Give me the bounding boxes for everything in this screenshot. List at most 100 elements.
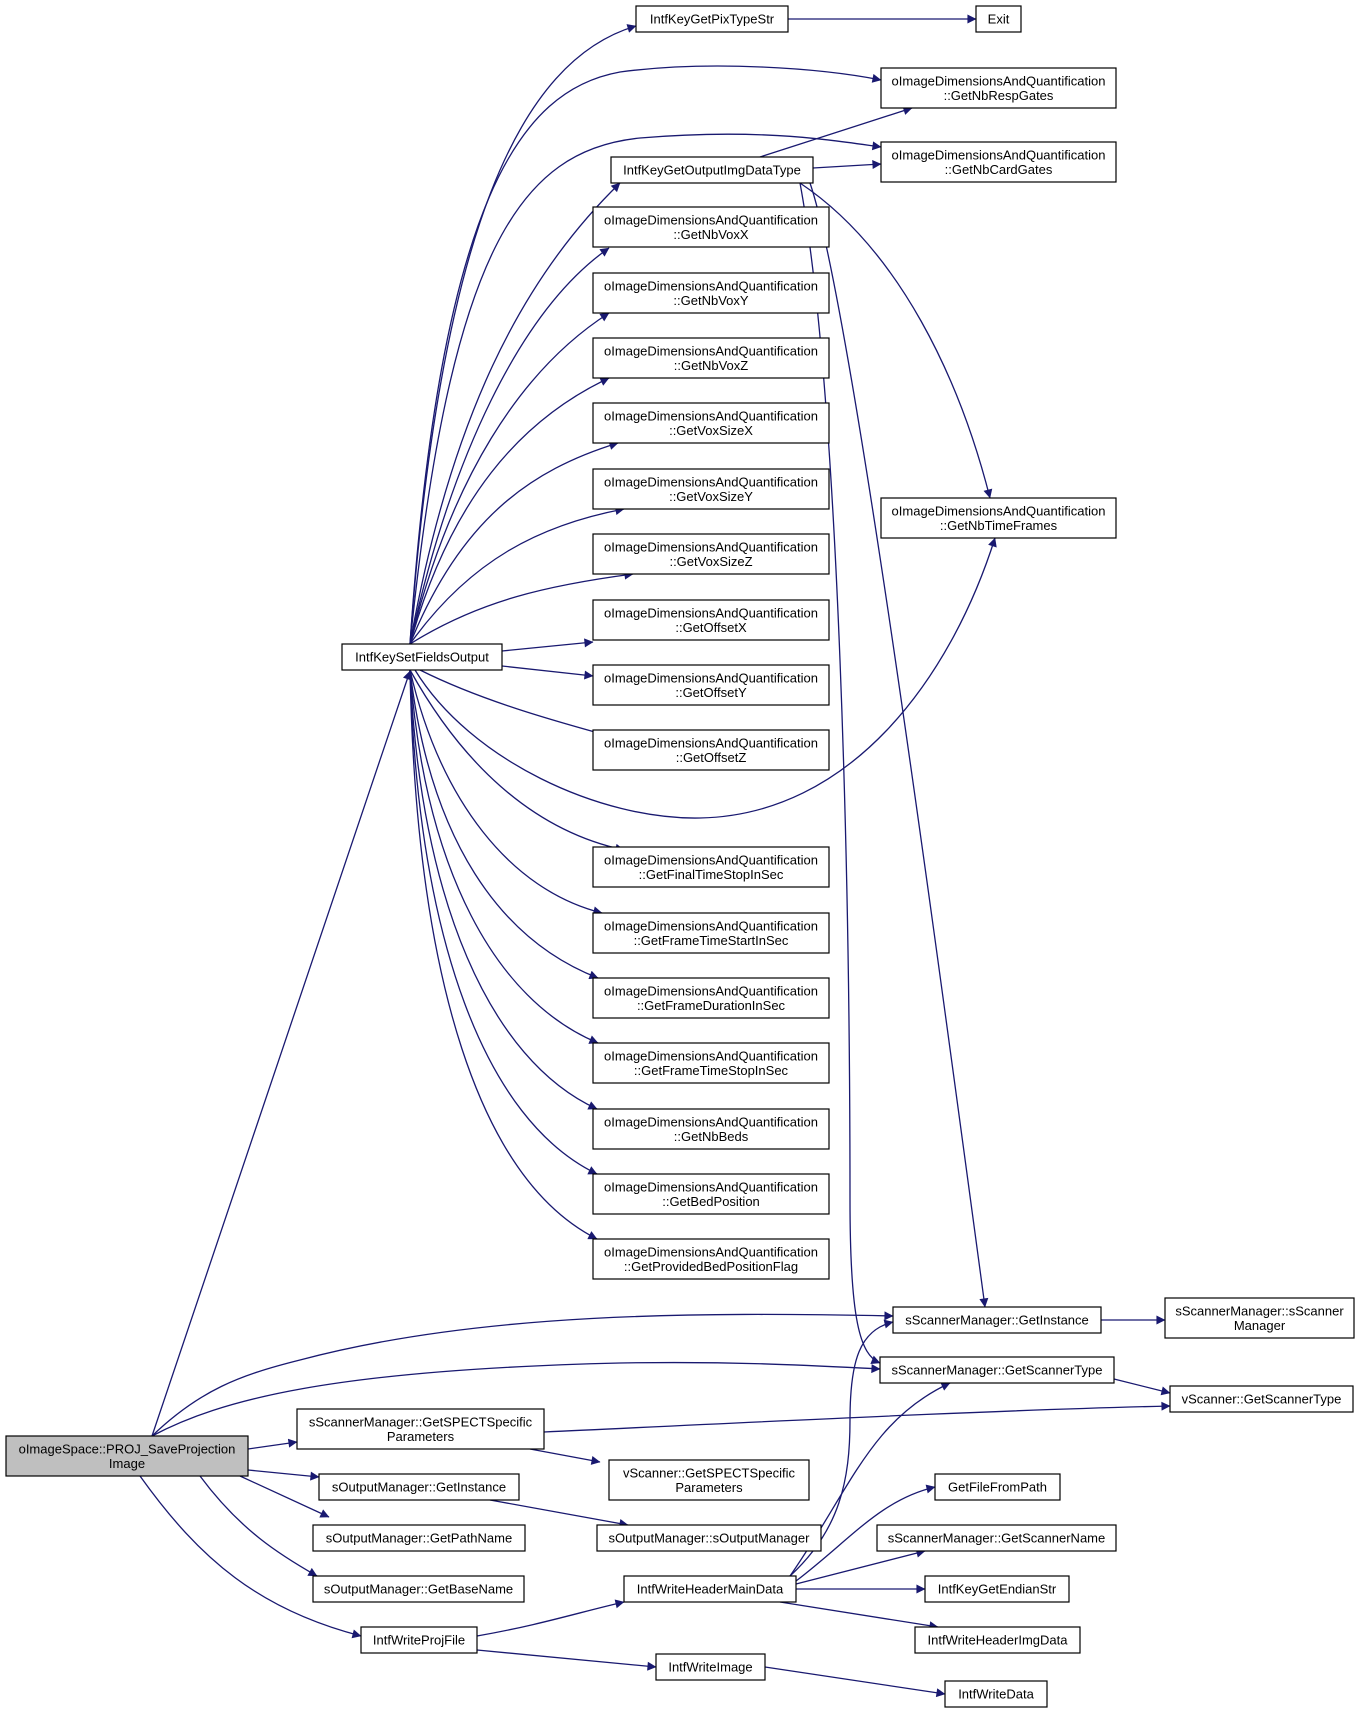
node-spectparams[interactable]: sScannerManager::GetSPECTSpecificParamet… <box>296 1408 545 1450</box>
edge-setfields-to-offsety <box>501 665 594 680</box>
node-voxsizex[interactable]: oImageDimensionsAndQuantification::GetVo… <box>592 402 830 444</box>
node-label: ::GetBedPosition <box>662 1194 760 1209</box>
node-label: oImageDimensionsAndQuantification <box>604 1114 818 1129</box>
node-label: IntfKeyGetPixTypeStr <box>650 12 775 27</box>
node-box <box>296 1408 545 1450</box>
node-label: IntfKeySetFieldsOutput <box>355 650 489 665</box>
node-box <box>5 1435 249 1477</box>
edge-setfields-to-framestart <box>409 669 603 916</box>
node-box <box>596 1524 822 1552</box>
node-writedata[interactable]: IntfWriteData <box>944 1680 1048 1708</box>
node-label: IntfKeyGetEndianStr <box>938 1582 1057 1597</box>
node-box <box>318 1473 520 1501</box>
node-outmgrinst[interactable]: sOutputManager::GetInstance <box>318 1473 520 1501</box>
node-box <box>592 1173 830 1215</box>
node-framedur[interactable]: oImageDimensionsAndQuantification::GetFr… <box>592 977 830 1019</box>
edge-setfields-to-framestop <box>409 669 599 1044</box>
node-box <box>1164 1297 1355 1339</box>
node-voxsizez[interactable]: oImageDimensionsAndQuantification::GetVo… <box>592 533 830 575</box>
node-label: IntfWriteProjFile <box>373 1633 465 1648</box>
edge-writehdrmain-to-writehdrimg <box>779 1601 939 1631</box>
node-nbvoxz[interactable]: oImageDimensionsAndQuantification::GetNb… <box>592 337 830 379</box>
node-writehdrimg[interactable]: IntfWriteHeaderImgData <box>914 1626 1081 1654</box>
node-layer: oImageSpace::PROJ_SaveProjectionImageInt… <box>5 5 1355 1708</box>
node-writeimage[interactable]: IntfWriteImage <box>655 1653 766 1681</box>
node-box <box>592 272 830 314</box>
node-pathname[interactable]: sOutputManager::GetPathName <box>312 1524 526 1552</box>
node-box <box>608 1459 810 1501</box>
edge-setfields-to-outimgtype <box>409 182 621 645</box>
node-box <box>592 1108 830 1150</box>
node-label: oImageDimensionsAndQuantification <box>604 852 818 867</box>
node-scanmgrinst[interactable]: sScannerManager::GetInstance <box>892 1306 1102 1334</box>
node-box <box>655 1653 766 1681</box>
node-writehdrmain[interactable]: IntfWriteHeaderMainData <box>623 1575 797 1603</box>
node-label: IntfWriteData <box>958 1687 1034 1702</box>
node-bedflag[interactable]: oImageDimensionsAndQuantification::GetPr… <box>592 1238 830 1280</box>
node-endianstr[interactable]: IntfKeyGetEndianStr <box>924 1575 1070 1603</box>
node-label: sOutputManager::GetInstance <box>332 1480 506 1495</box>
edge-outimgtype-to-nbresp <box>759 106 913 158</box>
node-nbvoxx[interactable]: oImageDimensionsAndQuantification::GetNb… <box>592 206 830 248</box>
edge-root-to-writeproj <box>139 1475 362 1639</box>
node-box <box>592 846 830 888</box>
edge-writehdrmain-to-scanmgrinst <box>789 1319 894 1577</box>
node-scanmgrctor[interactable]: sScannerManager::sScannerManager <box>1164 1297 1355 1339</box>
node-label: ::GetFrameTimeStopInSec <box>634 1063 789 1078</box>
edge-root-to-basename <box>199 1475 318 1577</box>
node-outimgtype[interactable]: IntfKeyGetOutputImgDataType <box>610 156 814 184</box>
node-voxsizey[interactable]: oImageDimensionsAndQuantification::GetVo… <box>592 468 830 510</box>
node-offsetz[interactable]: oImageDimensionsAndQuantification::GetOf… <box>592 729 830 771</box>
node-box <box>944 1680 1048 1708</box>
node-offsetx[interactable]: oImageDimensionsAndQuantification::GetOf… <box>592 599 830 641</box>
node-box <box>1169 1385 1354 1413</box>
node-nbresp[interactable]: oImageDimensionsAndQuantification::GetNb… <box>880 67 1117 109</box>
edge-outimgtype-to-nbtime <box>799 182 993 499</box>
node-box <box>341 643 503 671</box>
node-label: ::GetNbCardGates <box>945 162 1053 177</box>
edge-writeimage-to-writedata <box>764 1666 946 1698</box>
node-label: sScannerManager::GetInstance <box>905 1313 1089 1328</box>
node-writeproj[interactable]: IntfWriteProjFile <box>360 1626 478 1654</box>
edge-writehdrmain-to-scannername <box>795 1548 926 1585</box>
node-box <box>592 206 830 248</box>
node-nbvoxy[interactable]: oImageDimensionsAndQuantification::GetNb… <box>592 272 830 314</box>
node-offsety[interactable]: oImageDimensionsAndQuantification::GetOf… <box>592 664 830 706</box>
node-framestart[interactable]: oImageDimensionsAndQuantification::GetFr… <box>592 912 830 954</box>
node-box <box>914 1626 1081 1654</box>
node-basename[interactable]: sOutputManager::GetBaseName <box>312 1575 525 1603</box>
node-label: ::GetOffsetX <box>675 620 747 635</box>
node-label: ::GetNbBeds <box>674 1129 749 1144</box>
node-box <box>592 1042 830 1084</box>
node-nbbeds[interactable]: oImageDimensionsAndQuantification::GetNb… <box>592 1108 830 1150</box>
node-filefrompath[interactable]: GetFileFromPath <box>934 1473 1061 1501</box>
node-scannername[interactable]: sScannerManager::GetScannerName <box>876 1524 1117 1552</box>
node-outmgrctor[interactable]: sOutputManager::sOutputManager <box>596 1524 822 1552</box>
node-nbtime[interactable]: oImageDimensionsAndQuantification::GetNb… <box>880 497 1117 539</box>
node-box <box>635 5 789 33</box>
node-label: Manager <box>1234 1318 1286 1333</box>
edge-setfields-to-bedpos <box>409 669 598 1175</box>
edge-setfields-to-nbbeds <box>409 669 598 1110</box>
node-vscantype[interactable]: vScanner::GetScannerType <box>1169 1385 1354 1413</box>
edge-outimgtype-to-nbcard <box>812 160 882 169</box>
edge-setfields-to-finaltime <box>409 669 625 853</box>
node-box <box>924 1575 1070 1603</box>
node-setfields[interactable]: IntfKeySetFieldsOutput <box>341 643 503 671</box>
node-label: Parameters <box>387 1429 455 1444</box>
node-finaltime[interactable]: oImageDimensionsAndQuantification::GetFi… <box>592 846 830 888</box>
node-scanmgrtype[interactable]: sScannerManager::GetScannerType <box>879 1356 1115 1384</box>
edge-root-to-scanmgrinst <box>151 1311 894 1437</box>
edge-setfields-to-voxsizex <box>409 441 619 645</box>
node-box <box>592 599 830 641</box>
node-label: ::GetOffsetY <box>675 685 747 700</box>
edge-root-to-pathname <box>239 1475 330 1518</box>
node-label: ::GetNbRespGates <box>944 88 1054 103</box>
node-nbcard[interactable]: oImageDimensionsAndQuantification::GetNb… <box>880 141 1117 183</box>
node-pixtype[interactable]: IntfKeyGetPixTypeStr <box>635 5 789 33</box>
node-bedpos[interactable]: oImageDimensionsAndQuantification::GetBe… <box>592 1173 830 1215</box>
node-exit[interactable]: Exit <box>975 5 1022 33</box>
node-framestop[interactable]: oImageDimensionsAndQuantification::GetFr… <box>592 1042 830 1084</box>
